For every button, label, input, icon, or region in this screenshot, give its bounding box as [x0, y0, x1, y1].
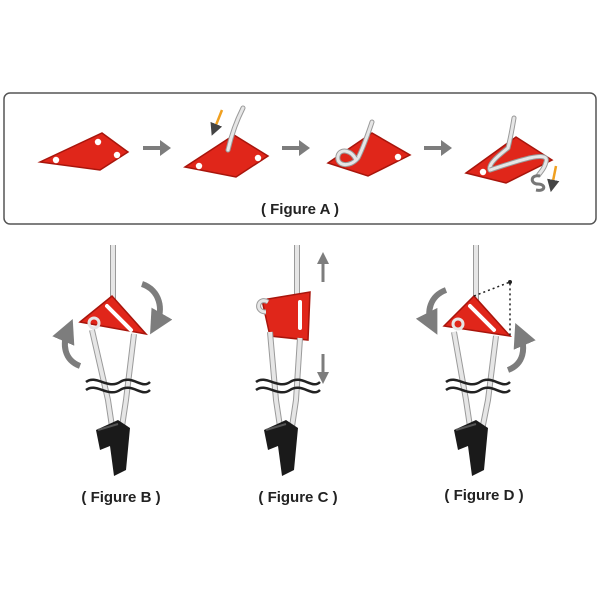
curved-arrow-icon [415, 287, 448, 335]
figure-c: ( Figure C ) [255, 245, 338, 506]
hook-icon [264, 420, 298, 476]
figure-a-frame [3, 92, 597, 225]
figure-d-caption: ( Figure D ) [444, 487, 523, 504]
figure-a-panel: ( Figure A ) [3, 92, 597, 225]
step-1-plate [37, 132, 130, 171]
hook-icon [454, 420, 488, 476]
figure-b: ( Figure B ) [52, 245, 173, 506]
break-wave-icon [85, 378, 151, 394]
figure-c-caption: ( Figure C ) [258, 489, 337, 506]
curved-arrow-icon [140, 281, 173, 335]
curved-arrow-icon [506, 322, 536, 373]
figure-b-caption: ( Figure B ) [81, 489, 160, 506]
tensioner-plate [78, 294, 149, 336]
figure-d: ( Figure D ) [415, 245, 536, 504]
step-4-plate [464, 115, 560, 193]
arrow-right-icon [282, 140, 310, 156]
curved-arrow-icon [52, 318, 82, 369]
step-3-plate [326, 119, 412, 177]
hook-icon [530, 174, 546, 192]
tensioner-plate [442, 294, 512, 338]
insert-direction-icon [210, 109, 224, 136]
break-wave-icon [255, 378, 321, 394]
step-2-plate [183, 105, 270, 178]
break-wave-icon [445, 378, 511, 394]
arrow-right-icon [143, 140, 171, 156]
hook-icon [96, 420, 130, 476]
figure-a-caption: ( Figure A ) [261, 201, 339, 218]
pull-direction-icon [547, 165, 560, 193]
arrow-right-icon [424, 140, 452, 156]
